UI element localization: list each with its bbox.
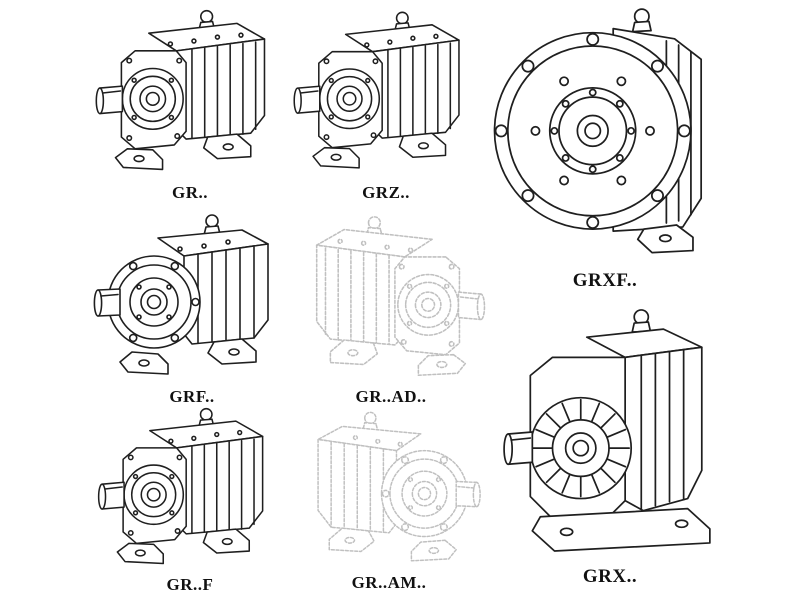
figure-label-gr-ad: GR..AD.. xyxy=(355,387,427,406)
gr-ad-gearbox-drawing xyxy=(288,210,494,386)
figure-label-gr: GR.. xyxy=(172,183,208,202)
grx-gearbox-drawing xyxy=(494,300,726,566)
figure-label-grz: GRZ.. xyxy=(362,183,410,202)
figure-grxf: GRXF.. xyxy=(492,2,718,300)
figure-label-grxf: GRXF.. xyxy=(572,270,638,291)
figure-gr-f: GR..F xyxy=(92,402,288,600)
grxf-gearbox-drawing xyxy=(492,2,718,270)
figure-grz: GRZ.. xyxy=(290,2,482,208)
grz-gearbox-drawing xyxy=(290,2,482,182)
gr-gearbox-drawing xyxy=(92,2,288,182)
figure-grx: GRX.. xyxy=(494,300,726,596)
figure-label-gr-am: GR..AM.. xyxy=(351,573,427,592)
grf-gearbox-drawing xyxy=(92,206,292,386)
gr-am-gearbox-drawing xyxy=(288,404,490,572)
figure-gr: GR.. xyxy=(92,2,288,208)
figure-gr-am: GR..AM.. xyxy=(288,404,490,598)
figure-label-grf: GRF.. xyxy=(169,387,215,406)
figure-grf: GRF.. xyxy=(92,206,292,412)
figure-label-gr-f: GR..F xyxy=(166,575,214,594)
gr-f-gearbox-drawing xyxy=(92,402,288,574)
figure-label-grx: GRX.. xyxy=(582,566,638,587)
figure-gr-ad: GR..AD.. xyxy=(288,210,494,412)
